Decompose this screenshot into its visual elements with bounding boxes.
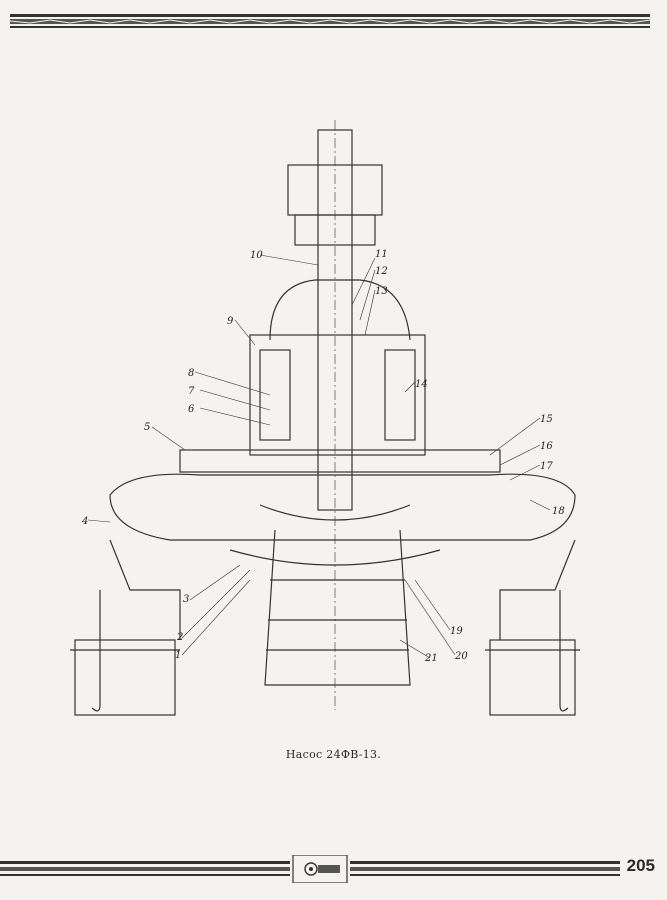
top-ornamental-border [10, 14, 650, 28]
callout-6: 6 [188, 404, 195, 415]
callout-16: 16 [540, 441, 553, 452]
callout-8: 8 [188, 368, 194, 379]
bottom-ornamental-border [0, 855, 620, 883]
pump-technical-drawing: 1 2 3 4 5 6 7 8 9 10 11 12 13 14 15 16 1… [70, 110, 655, 730]
callout-15: 15 [540, 414, 553, 425]
page-number: 205 [626, 856, 655, 875]
callout-4: 4 [81, 516, 88, 527]
pump-emblem-icon [292, 855, 348, 883]
pump-cross-section: 1 2 3 4 5 6 7 8 9 10 11 12 13 14 15 16 1… [70, 120, 580, 716]
drawing-callout-labels: 1 2 3 4 5 6 7 8 9 10 11 12 13 14 15 16 1… [81, 249, 565, 664]
callout-9: 9 [227, 316, 234, 327]
callout-14: 14 [415, 379, 428, 390]
callout-10: 10 [250, 250, 263, 261]
callout-11: 11 [375, 249, 388, 260]
callout-1: 1 [175, 650, 181, 661]
callout-19: 19 [450, 626, 463, 637]
callout-18: 18 [552, 506, 565, 517]
callout-5: 5 [144, 422, 150, 433]
callout-3: 3 [183, 594, 189, 605]
figure-caption: Насос 24ФВ-13. [285, 748, 382, 761]
callout-21: 21 [424, 653, 438, 664]
callout-17: 17 [540, 461, 553, 472]
callout-7: 7 [188, 386, 195, 397]
callout-12: 12 [375, 266, 388, 277]
callout-20: 20 [454, 651, 468, 662]
callout-13: 13 [375, 286, 388, 297]
callout-2: 2 [176, 632, 183, 643]
